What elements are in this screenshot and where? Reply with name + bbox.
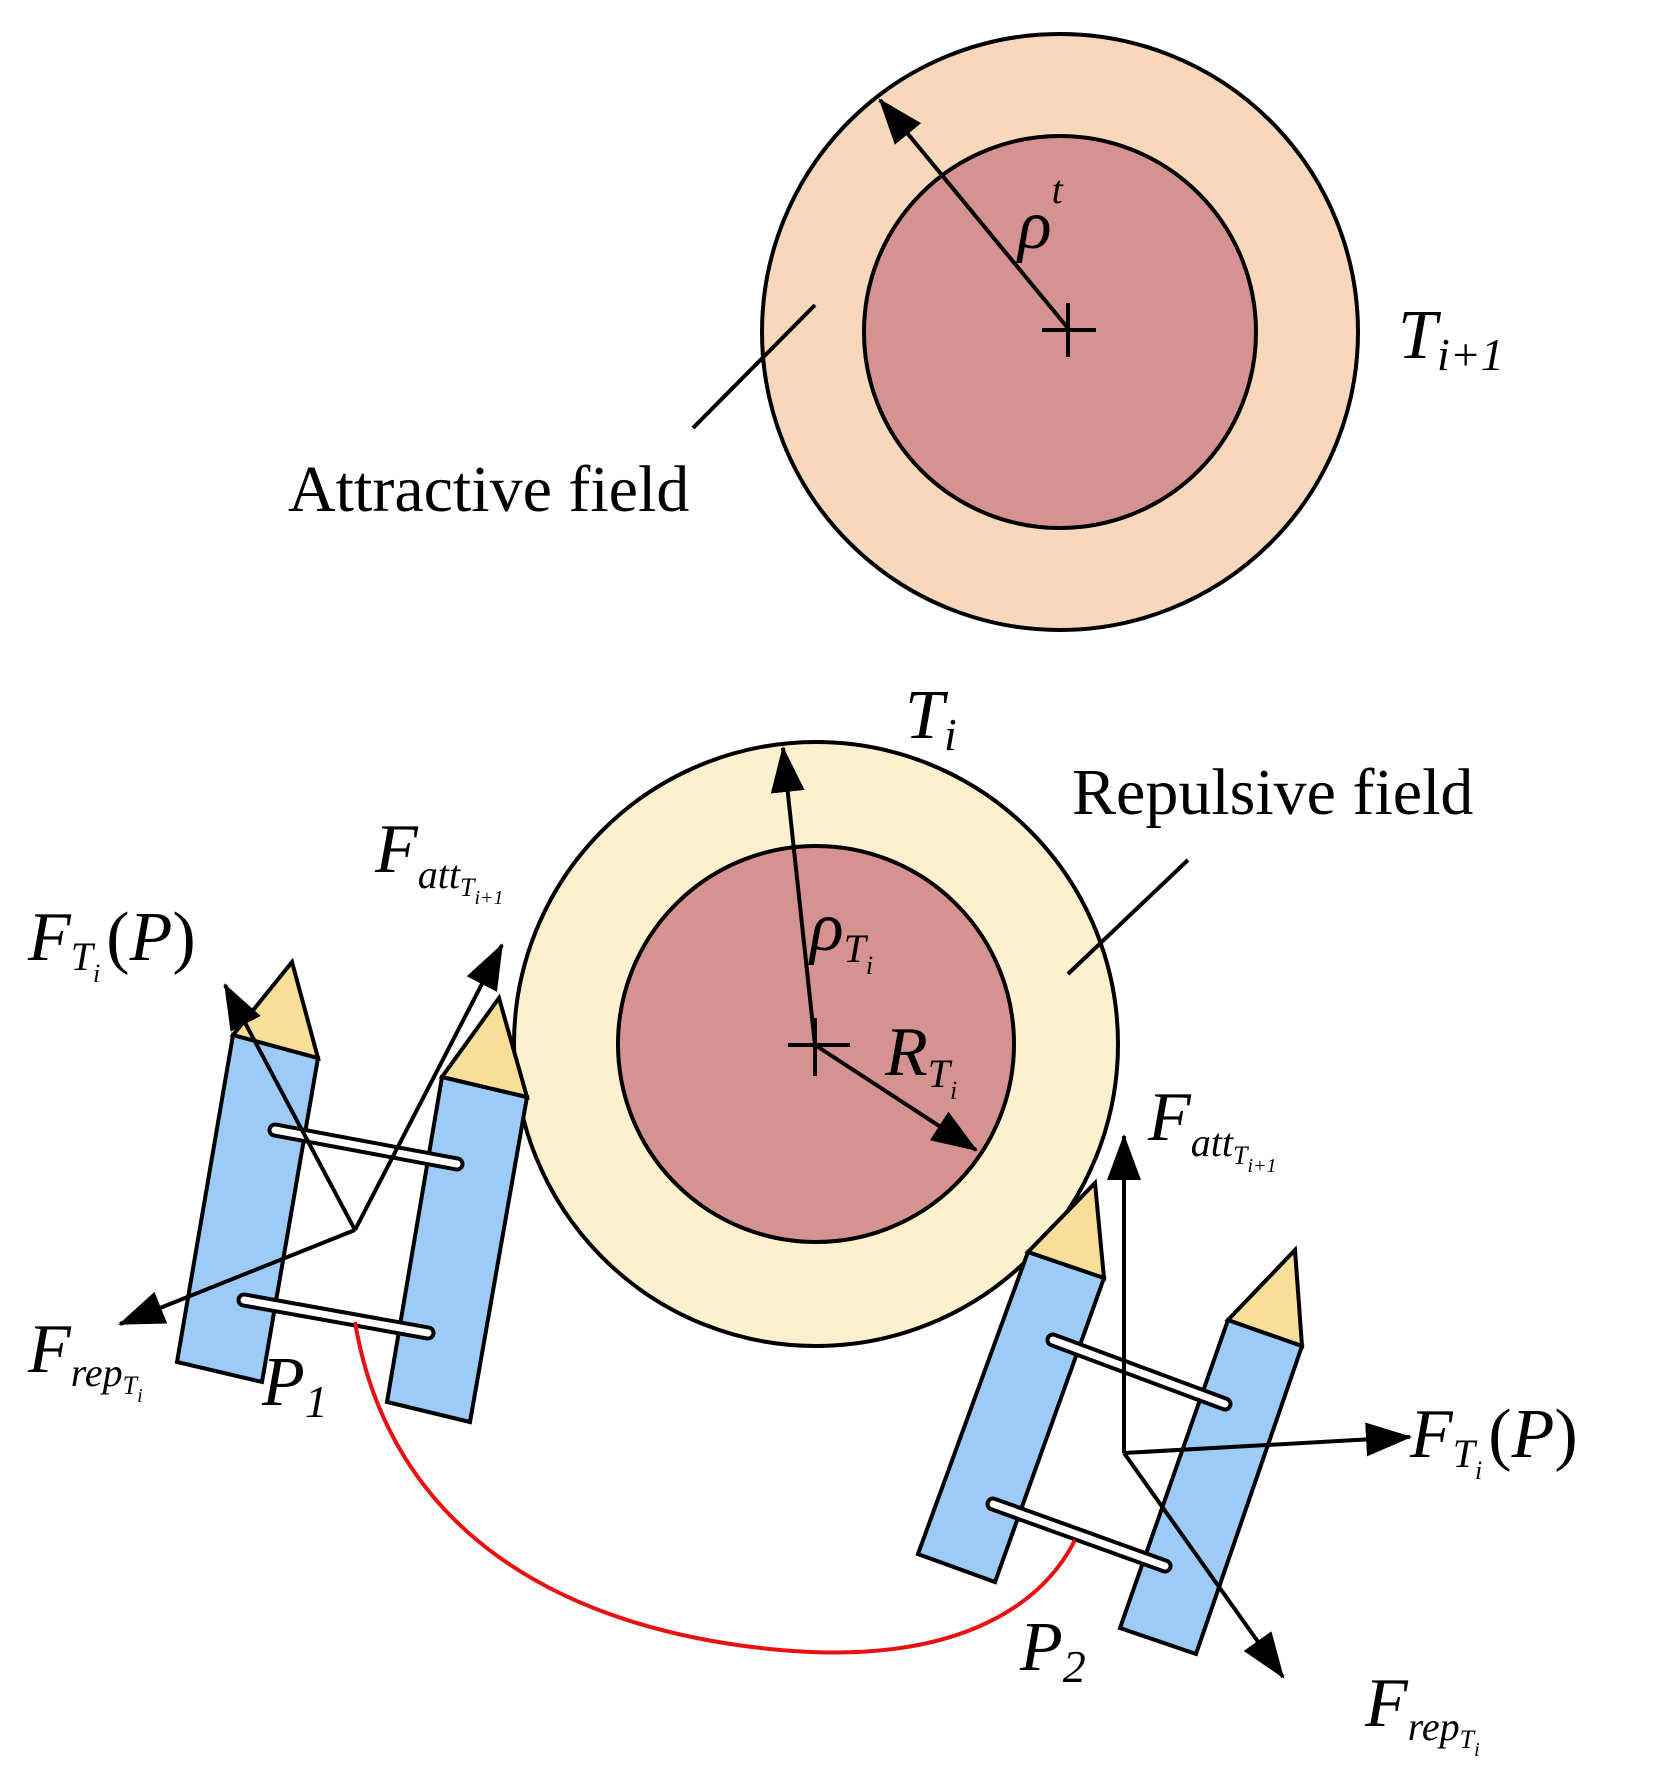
vehicle-p2-frep-arrow bbox=[1122, 1451, 1285, 1679]
vehicle-p1-left-track bbox=[174, 1032, 321, 1385]
vehicle-p1-right-track-tip bbox=[438, 993, 530, 1100]
right-fti-p-label: FTi(P) bbox=[1409, 1396, 1578, 1485]
point-p2-label: P2 bbox=[1019, 1609, 1086, 1692]
vehicle-p1-left-track-tip bbox=[229, 957, 321, 1061]
target-current-label: Ti bbox=[905, 677, 957, 760]
target-next-label: Ti+1 bbox=[1398, 297, 1504, 380]
point-p1-label: P1 bbox=[261, 1344, 328, 1427]
rho-t-label: ρt bbox=[1016, 167, 1064, 264]
target-next-attractive-field bbox=[691, 32, 1360, 632]
repulsive-field-leader-line bbox=[1066, 858, 1190, 976]
vehicle-p1-frep-arrow bbox=[118, 1228, 356, 1326]
vehicle-p1 bbox=[118, 943, 530, 1425]
vehicle-p1-fatt-arrow bbox=[353, 943, 504, 1231]
right-frep-label: FrepTi bbox=[1364, 1665, 1480, 1761]
vehicle-p2-right-track-tip bbox=[1224, 1245, 1305, 1349]
vehicle-p2-axle-front bbox=[1045, 1332, 1233, 1412]
left-fti-p-label: FTi(P) bbox=[27, 899, 196, 988]
vehicle-p2 bbox=[915, 1134, 1412, 1679]
target-next-center-cross bbox=[1042, 303, 1096, 357]
vehicle-trajectory-path bbox=[353, 1321, 1077, 1655]
repulsive-field-label: Repulsive field bbox=[1072, 756, 1473, 829]
vehicle-p2-left-track-tip bbox=[1024, 1178, 1107, 1281]
attractive-field-label: Attractive field bbox=[288, 453, 689, 526]
attractive-field-leader-line bbox=[691, 303, 817, 430]
left-frep-label: FrepTi bbox=[27, 1311, 143, 1407]
left-fatt-label: FattTi+1 bbox=[374, 811, 504, 909]
right-fatt-label: FattTi+1 bbox=[1147, 1079, 1277, 1177]
rho-ti-label: ρTi bbox=[808, 889, 873, 980]
r-ti-label: RTi bbox=[884, 1014, 957, 1105]
r-ti-radius-arrow bbox=[813, 1043, 978, 1152]
rho-t-radius-arrow bbox=[878, 98, 1069, 329]
vehicle-p1-axle-rear bbox=[236, 1292, 436, 1341]
target-current-repulsive-field bbox=[512, 740, 1190, 1348]
vehicle-p1-fti-arrow bbox=[223, 983, 357, 1231]
vehicle-p2-axle-rear bbox=[985, 1496, 1173, 1574]
vehicle-p2-fti-arrow bbox=[1123, 1422, 1412, 1457]
rho-ti-radius-arrow bbox=[770, 746, 817, 1046]
